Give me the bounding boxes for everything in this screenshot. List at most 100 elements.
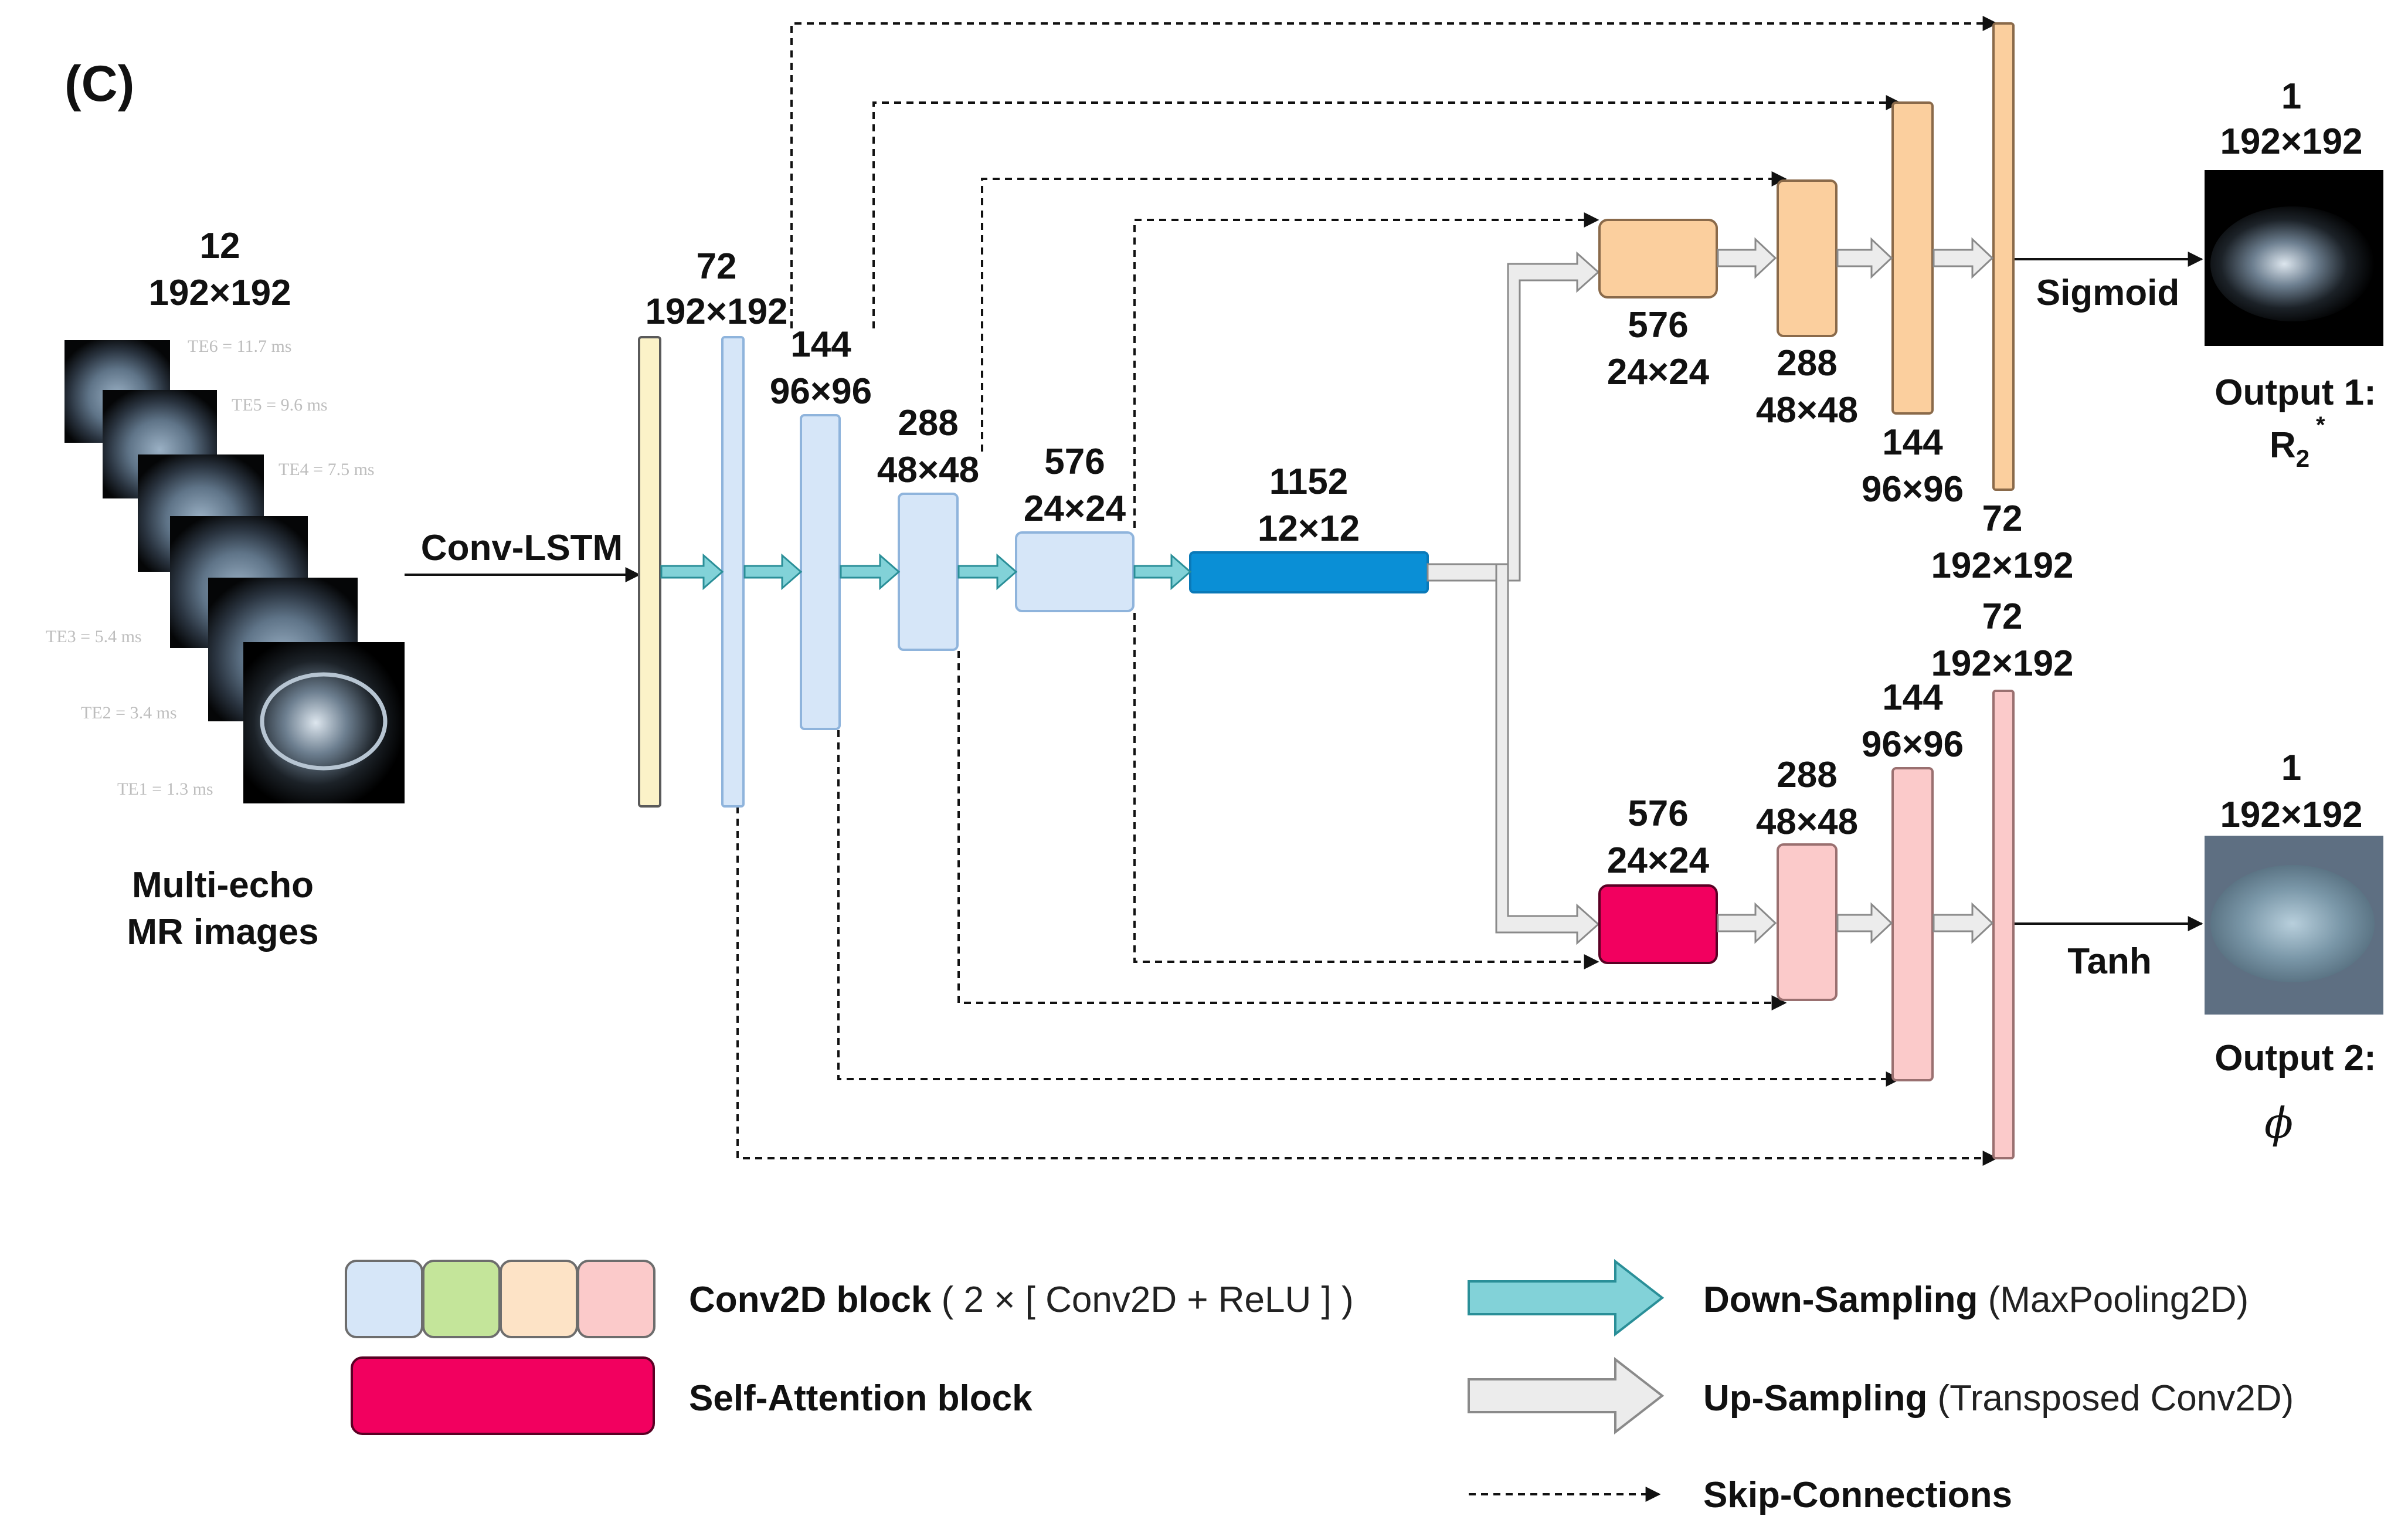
output1-symbol-sup: *: [2316, 412, 2325, 438]
output1-channels: 1: [2281, 76, 2301, 117]
input-size-label: 192×192: [148, 273, 291, 313]
enc3-size: 48×48: [877, 450, 979, 490]
output2-symbol: ϕ: [2264, 1098, 2293, 1148]
branch-connector: [1427, 251, 1600, 945]
echo-time-5: TE5 = 9.6 ms: [232, 395, 328, 415]
top-dec3-size: 96×96: [1862, 469, 1964, 510]
legend-conv-block-bold: Conv2D block: [689, 1280, 932, 1320]
skip-connection-576-top: [1133, 212, 1599, 528]
output1-size: 192×192: [2220, 121, 2362, 162]
bottom-decoder-block-72: [1992, 690, 2015, 1159]
down-arrow-5: [1133, 553, 1192, 591]
input-image-stack: [64, 340, 405, 803]
top-up-arrow-2: [1836, 237, 1893, 279]
bottom-up-arrow-2: [1836, 902, 1893, 944]
top-dec4-channels: 72: [1982, 498, 2023, 539]
output2-title: Output 2:: [2215, 1038, 2376, 1078]
enc3-channels: 288: [898, 403, 958, 443]
bottleneck-block-1152: [1189, 551, 1429, 593]
top-decoder-block-72: [1992, 22, 2015, 491]
conv-lstm-label: Conv-LSTM: [421, 528, 623, 568]
input-channels-label: 12: [200, 226, 240, 266]
mri-slice-1: [243, 642, 405, 803]
legend-attention-label: Self-Attention block: [689, 1378, 1033, 1419]
echo-time-2: TE2 = 3.4 ms: [81, 703, 177, 722]
top-decoder-block-144: [1891, 101, 1934, 415]
output2-channels: 1: [2281, 748, 2301, 788]
legend-up-bold: Up-Sampling: [1703, 1378, 1927, 1419]
enc1-size: 192×192: [645, 291, 787, 332]
down-arrow-3: [840, 553, 901, 591]
branch-down-path: [1495, 563, 1600, 945]
legend-down-arrow: [1468, 1259, 1665, 1337]
enc1-channels: 72: [697, 246, 737, 287]
legend-swatch-green: [422, 1260, 501, 1338]
legend-up-desc: (Transposed Conv2D): [1927, 1378, 2294, 1419]
echo-time-3: TE3 = 5.4 ms: [46, 627, 142, 646]
top-decoder-block-576: [1598, 219, 1718, 298]
mri-body-outline: [260, 672, 388, 771]
legend-attention-swatch: [351, 1356, 655, 1435]
bottom-dec2-size: 48×48: [1756, 802, 1858, 842]
legend-up-label: Up-Sampling (Transposed Conv2D): [1703, 1378, 2294, 1419]
skip-connection-288-bottom: [957, 651, 1787, 1010]
output1-symbol: R2: [2270, 425, 2309, 472]
legend-swatch-blue: [345, 1260, 423, 1338]
encoder-block-144: [800, 414, 841, 730]
top-up-arrow-3: [1932, 237, 1994, 279]
legend-swatch-orange: [500, 1260, 578, 1338]
encoder-block-72: [721, 336, 745, 808]
echo-time-4: TE4 = 7.5 ms: [279, 460, 375, 479]
skip-connection-576-bottom: [1133, 613, 1599, 969]
top-dec1-size: 24×24: [1607, 352, 1710, 392]
conv-lstm-block: [638, 336, 661, 808]
down-sampling-arrows: [660, 553, 1192, 591]
legend-conv-block-swatches: [345, 1260, 656, 1338]
output1-symbol-base: R: [2270, 425, 2296, 466]
down-arrow-1: [660, 553, 724, 591]
sigmoid-label: Sigmoid: [2036, 273, 2180, 313]
skip-connection-72-top: [790, 16, 1998, 328]
output2-size: 192×192: [2220, 795, 2362, 835]
legend-down-desc: (MaxPooling2D): [1978, 1280, 2249, 1320]
bottom-dec2-channels: 288: [1777, 755, 1837, 795]
legend-down-bold: Down-Sampling: [1703, 1280, 1978, 1320]
top-dec1-channels: 576: [1628, 305, 1688, 345]
enc4-channels: 576: [1044, 442, 1105, 482]
echo-time-1: TE1 = 1.3 ms: [117, 779, 213, 799]
skip-connection-72-bottom: [736, 806, 1998, 1166]
top-up-arrow-1: [1717, 237, 1777, 279]
legend-skip-label: Skip-Connections: [1703, 1475, 2012, 1515]
bottom-dec4-channels: 72: [1982, 596, 2023, 637]
bottom-dec1-size: 24×24: [1607, 840, 1710, 881]
top-dec4-size: 192×192: [1931, 545, 2073, 586]
bottom-up-arrow-1: [1717, 902, 1777, 944]
branch-up-path: [1507, 251, 1600, 582]
skip-connection-288-top: [981, 171, 1787, 452]
bottom-decoder-block-288: [1777, 843, 1838, 1001]
legend-up-arrow: [1468, 1356, 1665, 1435]
bottom-up-arrow-3: [1932, 902, 1994, 944]
skip-connection-144-top: [872, 95, 1901, 328]
echo-time-labels: TE6 = 11.7 ms TE5 = 9.6 ms TE4 = 7.5 ms …: [46, 337, 375, 799]
output2-image-body: [2210, 865, 2375, 982]
bottom-dec3-size: 96×96: [1862, 724, 1964, 765]
skip-connections: [736, 16, 1998, 1166]
legend-conv-block-desc: ( 2 × [ Conv2D + ReLU ] ): [931, 1280, 1353, 1320]
legend-swatch-pink: [577, 1260, 656, 1338]
output1-image-body: [2210, 206, 2375, 321]
legend: Conv2D block ( 2 × [ Conv2D + ReLU ] ) S…: [345, 1259, 2294, 1515]
encoder-block-288: [898, 493, 959, 651]
input-caption-line2: MR images: [127, 912, 318, 952]
bottom-decoder-block-144: [1891, 767, 1934, 1081]
down-arrow-4: [957, 553, 1018, 591]
panel-label: (C): [64, 56, 134, 112]
output1-title: Output 1:: [2215, 372, 2376, 413]
skip-connection-144-bottom: [837, 730, 1901, 1087]
down-arrow-2: [743, 553, 803, 591]
input-caption-line1: Multi-echo: [132, 865, 314, 905]
self-attention-block-576: [1598, 884, 1718, 964]
bottom-dec1-channels: 576: [1628, 793, 1688, 834]
legend-conv-block-label: Conv2D block ( 2 × [ Conv2D + ReLU ] ): [689, 1280, 1354, 1320]
